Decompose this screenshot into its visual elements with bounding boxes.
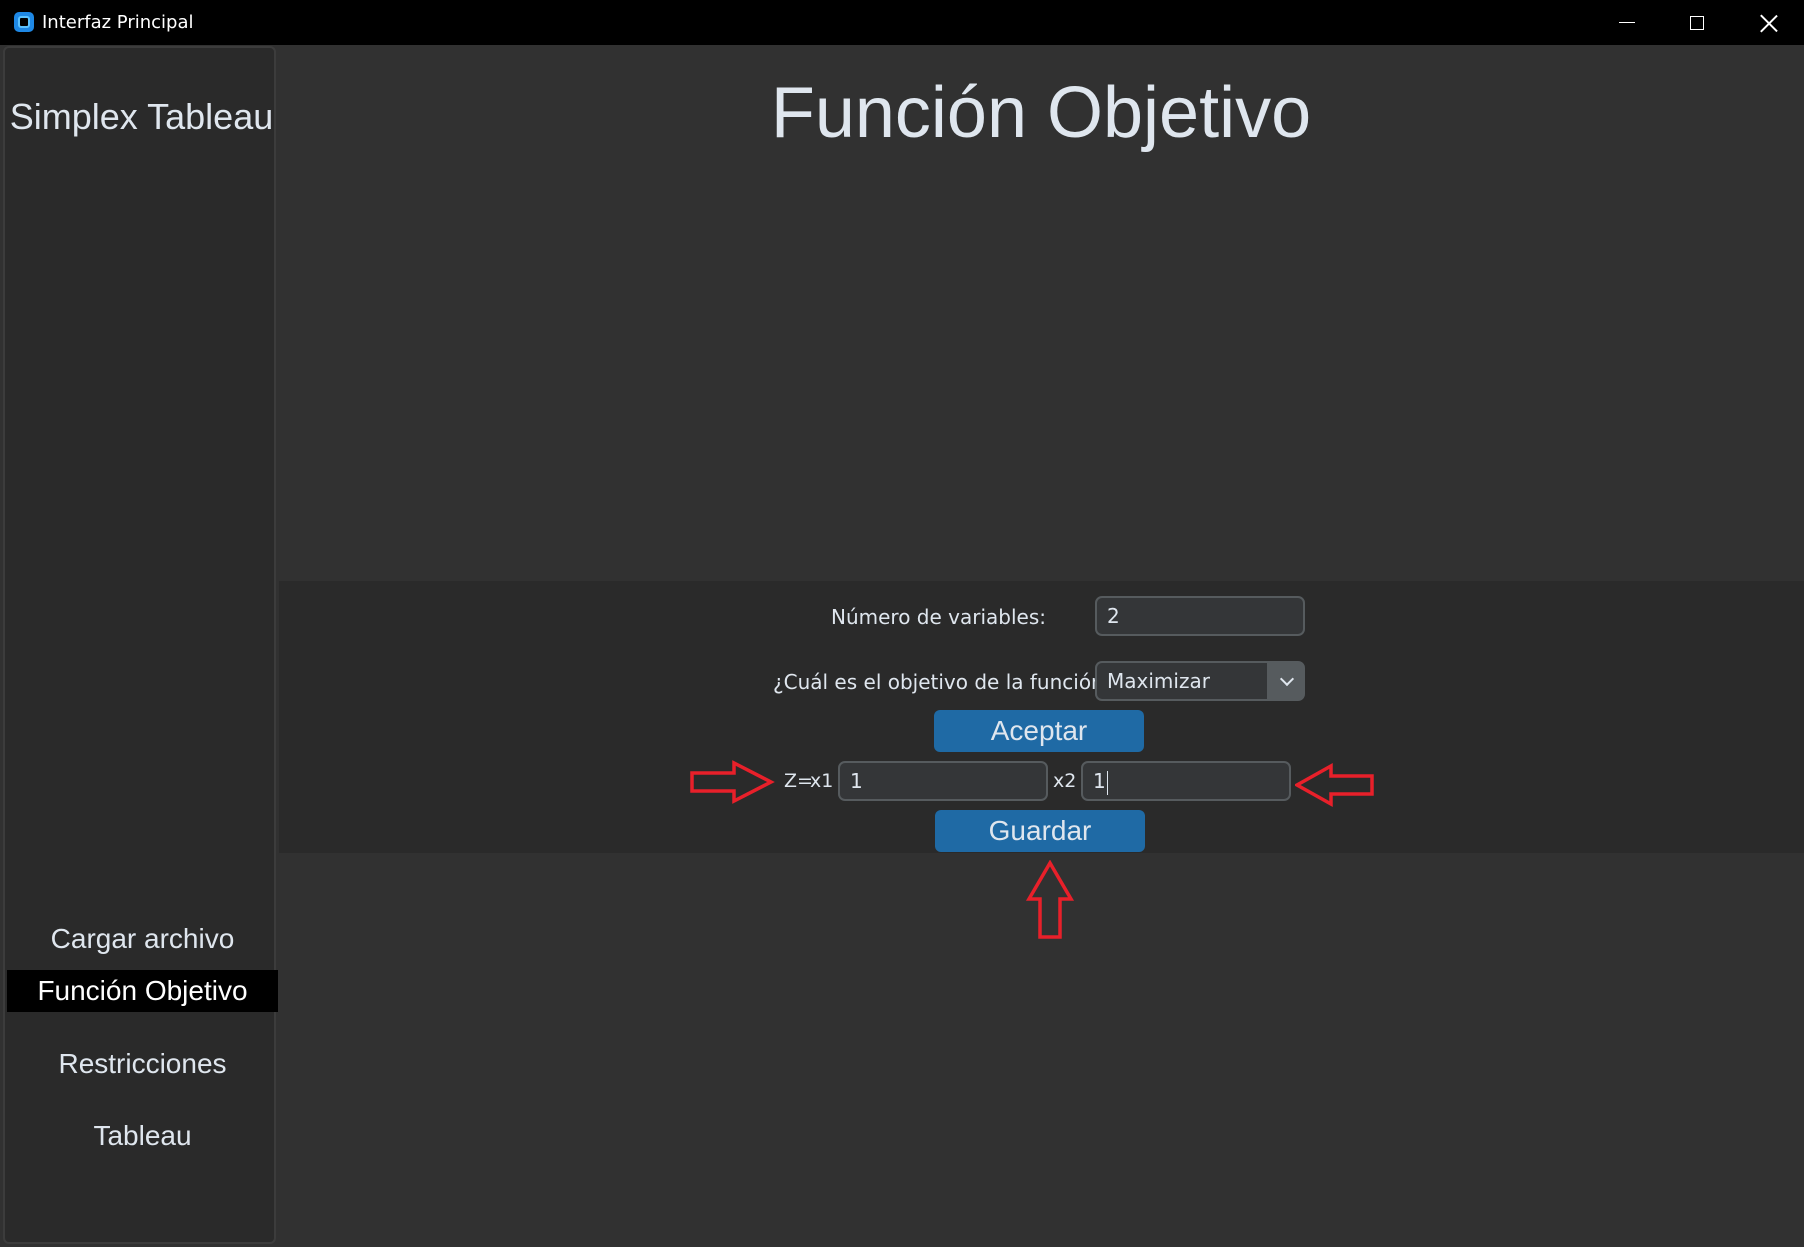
page-title: Función Objetivo: [770, 73, 1312, 153]
objective-label: ¿Cuál es el objetivo de la función?: [773, 670, 1115, 694]
minimize-icon: [1619, 22, 1635, 23]
accept-button[interactable]: Aceptar: [934, 710, 1144, 752]
sidebar: Simplex Tableau Cargar archivo Función O…: [3, 46, 278, 1244]
objective-value: Maximizar: [1097, 663, 1267, 699]
x1-value: 1: [850, 769, 863, 793]
z-label: Z=: [784, 770, 813, 792]
arrow-up-icon: [1025, 860, 1075, 939]
x2-label: x2: [1053, 770, 1077, 792]
objective-select[interactable]: Maximizar: [1095, 661, 1305, 701]
x1-label: x1: [810, 770, 834, 792]
arrow-left-icon: [1295, 763, 1374, 807]
sidebar-item-cargar-archivo[interactable]: Cargar archivo: [50, 923, 235, 954]
minimize-button[interactable]: [1592, 0, 1662, 45]
num-variables-value: 2: [1107, 604, 1120, 628]
sidebar-title: Simplex Tableau: [9, 96, 274, 137]
window-title: Interfaz Principal: [42, 12, 194, 33]
app-icon: [14, 12, 34, 32]
save-button[interactable]: Guardar: [935, 810, 1145, 852]
x1-coefficient-input[interactable]: 1: [838, 761, 1048, 801]
x2-coefficient-input[interactable]: 1: [1081, 761, 1291, 801]
maximize-icon: [1690, 15, 1704, 30]
sidebar-item-restricciones[interactable]: Restricciones: [58, 1048, 227, 1079]
num-variables-input[interactable]: 2: [1095, 596, 1305, 636]
num-variables-label: Número de variables:: [831, 605, 1046, 629]
dropdown-button[interactable]: [1269, 661, 1305, 701]
title-bar[interactable]: Interfaz Principal: [0, 0, 1804, 45]
close-icon: [1760, 14, 1778, 32]
x2-value: 1: [1093, 769, 1106, 793]
chevron-down-icon: [1279, 671, 1295, 687]
arrow-right-icon: [690, 760, 775, 804]
maximize-button[interactable]: [1662, 0, 1732, 45]
sidebar-item-tableau[interactable]: Tableau: [93, 1120, 192, 1151]
close-button[interactable]: [1734, 0, 1804, 45]
text-caret: [1106, 770, 1109, 795]
sidebar-item-funcion-objetivo[interactable]: Función Objetivo: [7, 970, 278, 1012]
